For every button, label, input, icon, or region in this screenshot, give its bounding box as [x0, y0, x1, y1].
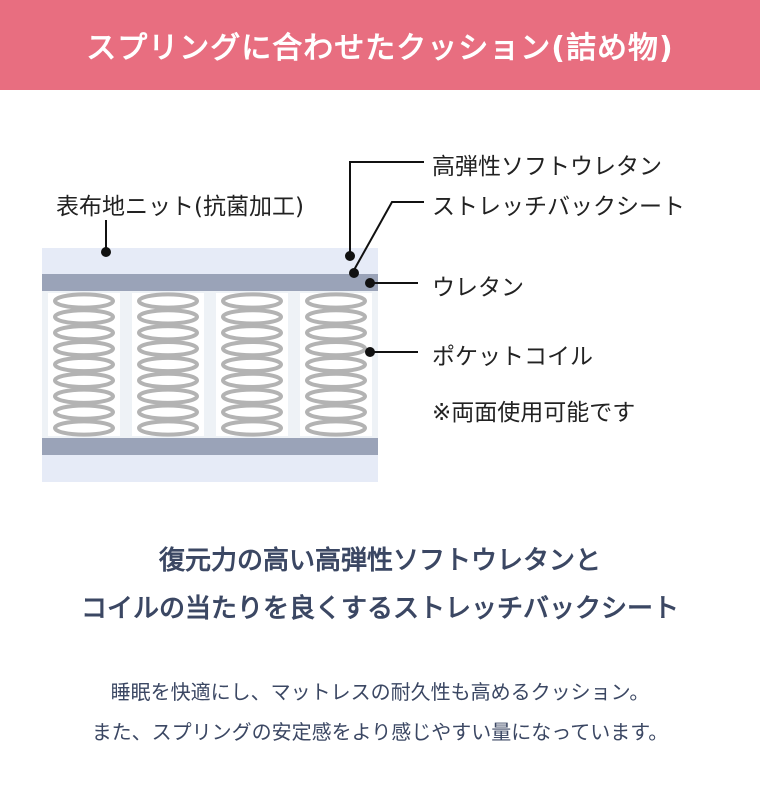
coil-loop [221, 387, 283, 405]
note-reversible: ※両面使用可能です [432, 400, 636, 426]
label-high-resilience-urethane: 高弾性ソフトウレタン [432, 154, 662, 180]
pocket-coils [48, 292, 372, 437]
description-line-1: 睡眠を快適にし、マットレスの耐久性も高めるクッション。 [110, 680, 650, 704]
coil-loop [221, 324, 283, 342]
coil-loop [305, 403, 367, 421]
header-banner: スプリングに合わせたクッション(詰め物) [0, 0, 760, 90]
coil-loop [221, 308, 283, 326]
header-title: スプリングに合わせたクッション(詰め物) [86, 31, 674, 66]
mattress-illustration [42, 161, 424, 482]
coil-loop [137, 339, 199, 358]
label-urethane: ウレタン [432, 275, 524, 301]
coil-loop [137, 387, 199, 405]
description-line-2: また、スプリングの安定感をより感じやすい量になっています。 [91, 720, 669, 744]
heading-line-1: 復元力の高い高弾性ソフトウレタンと [158, 546, 601, 576]
top-urethane-band [42, 274, 378, 291]
coil-pocket [132, 293, 204, 436]
dot-high-resilience [345, 251, 355, 261]
coil-loop [53, 403, 115, 421]
heading-line-2: コイルの当たりを良くするストレッチバックシート [80, 594, 679, 624]
coil-loop [137, 308, 199, 326]
label-stretch-back-sheet: ストレッチバックシート [432, 194, 685, 220]
coil-loop [53, 419, 115, 437]
coil-loop [221, 371, 283, 390]
coil-loop [221, 355, 283, 374]
coil-loop [305, 339, 367, 358]
coil-loop [221, 419, 283, 437]
coil-loop [137, 292, 199, 310]
coil-loop [137, 403, 199, 421]
bottom-urethane-band [42, 438, 378, 455]
coil-loop [53, 371, 115, 390]
coil-pocket [300, 293, 372, 436]
coil-loop [221, 339, 283, 358]
coil-loop [53, 324, 115, 342]
coil-loop [305, 308, 367, 326]
coil-loop [305, 292, 367, 310]
coil-loop [53, 387, 115, 405]
coil-loop [221, 292, 283, 310]
coil-loop [305, 324, 367, 342]
dot-pocket-coil [365, 347, 375, 357]
coil-loop [305, 387, 367, 405]
dot-cover [101, 247, 111, 257]
leader-high-resilience [349, 161, 424, 254]
mattress-cross-section-diagram: 表布地ニット(抗菌加工) 高弾性ソフトウレタン ストレッチバックシート ウレタン… [0, 90, 760, 530]
coil-loop [305, 355, 367, 374]
label-pocket-coil: ポケットコイル [432, 344, 593, 370]
coil-loop [137, 324, 199, 342]
coil-loop [53, 355, 115, 374]
dot-stretch-sheet [349, 268, 359, 278]
coil-loop [53, 292, 115, 310]
coil-loop [53, 308, 115, 326]
leader-stretch-sheet [353, 201, 424, 271]
dot-urethane [365, 278, 375, 288]
label-cover-knit: 表布地ニット(抗菌加工) [56, 194, 304, 220]
coil-loop [305, 419, 367, 437]
coil-loop [305, 371, 367, 390]
coil-loop [137, 419, 199, 437]
coil-loop [137, 371, 199, 390]
coil-pocket [48, 293, 120, 436]
coil-loop [137, 355, 199, 374]
coil-pocket [216, 293, 288, 436]
coil-loop [221, 403, 283, 421]
coil-loop [53, 339, 115, 358]
